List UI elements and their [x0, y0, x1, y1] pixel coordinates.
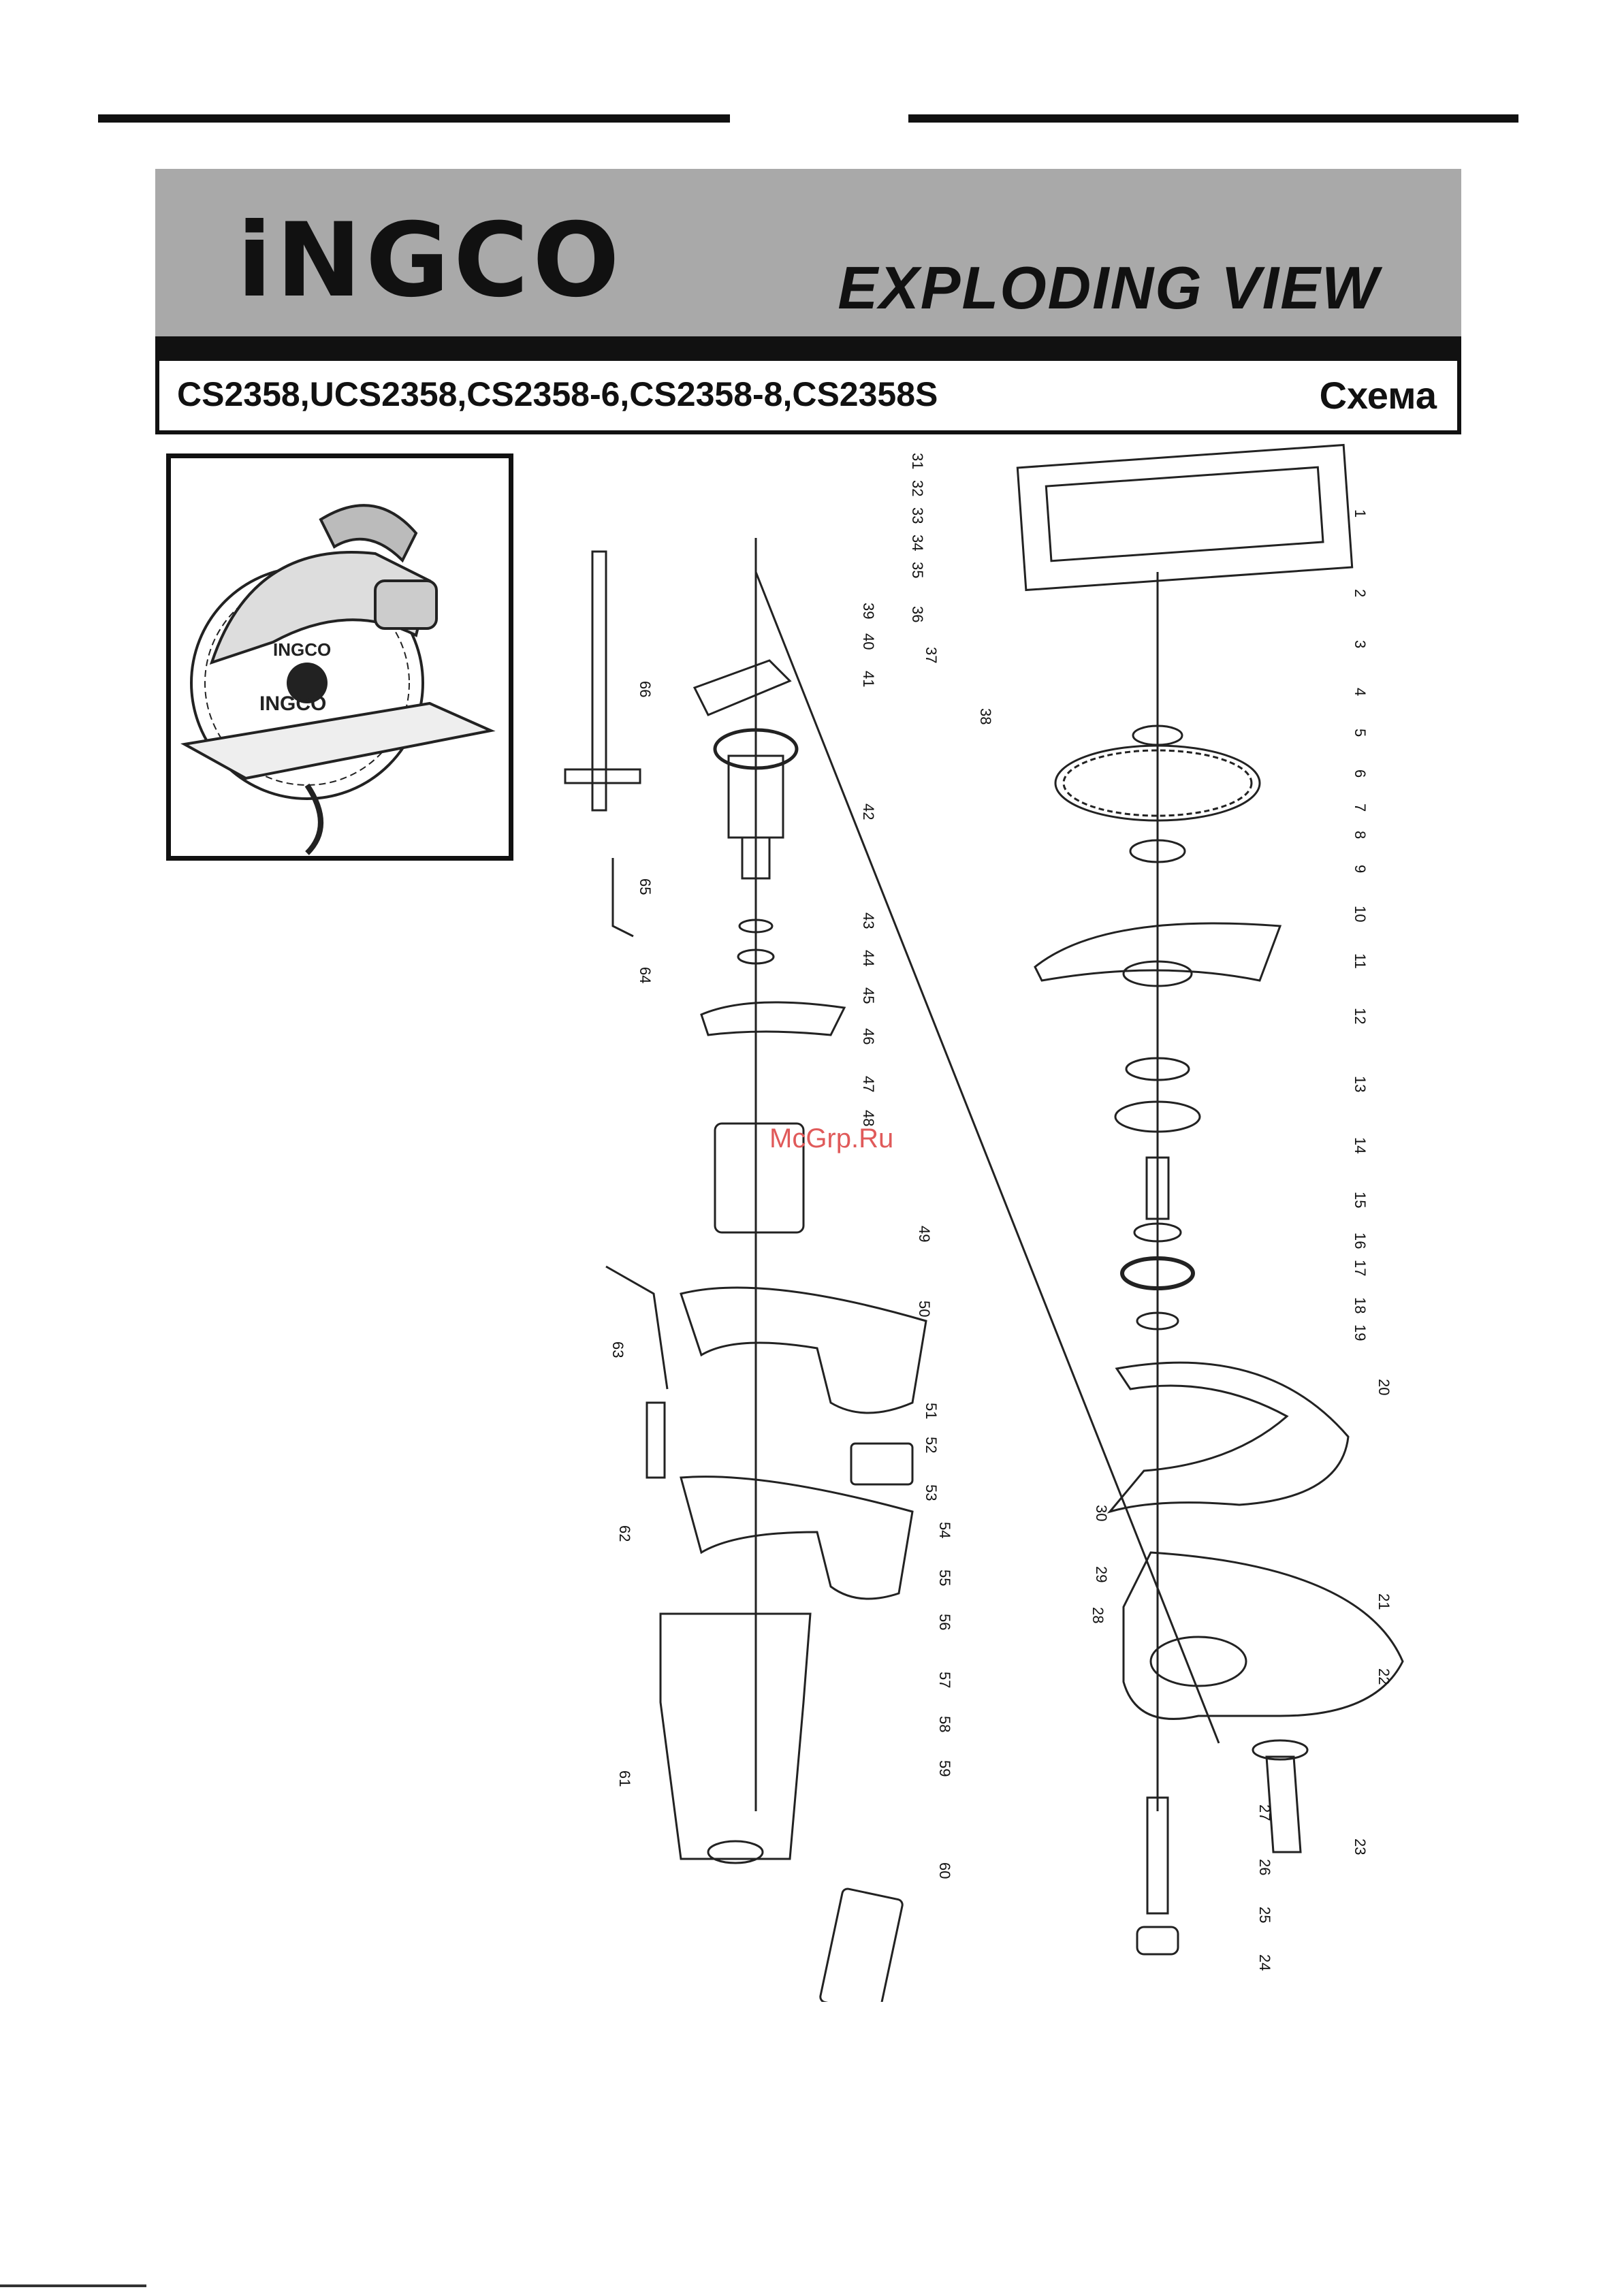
part-label: 28 [1089, 1607, 1106, 1623]
part-label: 31 [909, 453, 926, 469]
part-label: 55 [936, 1570, 953, 1586]
part-label: 13 [1352, 1076, 1369, 1092]
part-label: 12 [1352, 1008, 1369, 1024]
part-label: 58 [936, 1716, 953, 1732]
saw-illustration: INGCO INGCO [171, 458, 509, 856]
part-label: 40 [860, 633, 877, 650]
part-label: 2 [1352, 589, 1369, 597]
part-label: 11 [1352, 953, 1369, 969]
part-label: 54 [936, 1522, 953, 1538]
part-label: 5 [1352, 729, 1369, 737]
thumb-logo-1: INGCO [273, 639, 331, 660]
part-label: 35 [909, 562, 926, 578]
part-label: 59 [936, 1760, 953, 1777]
part-label: 65 [637, 878, 654, 895]
part-label: 50 [916, 1301, 933, 1317]
part-label: 42 [860, 803, 877, 820]
part-label: 57 [936, 1672, 953, 1688]
part-label: 52 [923, 1437, 940, 1453]
part-label: 60 [936, 1862, 953, 1879]
part-label: 20 [1375, 1379, 1392, 1395]
thumb-logo-2: INGCO [259, 692, 326, 715]
part-label: 56 [936, 1614, 953, 1630]
part-label: 37 [923, 647, 940, 663]
ingco-logo: iNGCO [237, 210, 624, 312]
model-row: CS2358,UCS2358,CS2358-6,CS2358-8,CS2358S… [155, 361, 1461, 434]
part-label: 7 [1352, 803, 1369, 812]
part-label: 6 [1352, 769, 1369, 778]
part-label: 41 [860, 671, 877, 687]
header-band: iNGCO EXPLODING VIEW [155, 169, 1461, 336]
top-rule-left [98, 114, 730, 123]
part-label: 53 [923, 1484, 940, 1501]
exploded-diagram: 1 2 3 4 5 6 7 8 9 10 11 12 13 14 15 16 1… [545, 436, 1498, 2002]
part-label: 17 [1352, 1260, 1369, 1276]
part-label: 4 [1352, 688, 1369, 696]
part-label: 15 [1352, 1192, 1369, 1208]
part-label: 49 [916, 1226, 933, 1242]
part-label: 33 [909, 507, 926, 524]
product-thumbnail: INGCO INGCO [166, 453, 513, 861]
part-label: 27 [1256, 1804, 1273, 1821]
part-label: 29 [1093, 1566, 1110, 1582]
part-label: 8 [1352, 831, 1369, 839]
part-label: 34 [909, 535, 926, 551]
footer-line [0, 2284, 146, 2287]
part-label: 19 [1352, 1324, 1369, 1341]
model-list: CS2358,UCS2358,CS2358-6,CS2358-8,CS2358S [177, 375, 938, 414]
part-label: 62 [616, 1525, 633, 1542]
part-label: 21 [1375, 1593, 1392, 1610]
part-label: 3 [1352, 640, 1369, 648]
part-label: 25 [1256, 1907, 1273, 1923]
part-label: 18 [1352, 1297, 1369, 1313]
parts-drawing: 1 2 3 4 5 6 7 8 9 10 11 12 13 14 15 16 1… [545, 436, 1498, 2002]
part-label: 24 [1256, 1954, 1273, 1971]
part-label: 51 [923, 1403, 940, 1419]
part-label: 1 [1352, 509, 1369, 517]
part-label: 46 [860, 1028, 877, 1045]
part-label: 26 [1256, 1859, 1273, 1875]
part-label: 39 [860, 603, 877, 619]
top-rule-right [908, 114, 1518, 123]
part-label: 36 [909, 606, 926, 622]
part-label: 32 [909, 480, 926, 496]
part-label: 66 [637, 681, 654, 697]
part-label: 61 [616, 1770, 633, 1787]
part-label: 63 [609, 1341, 626, 1358]
part-label: 10 [1352, 906, 1369, 922]
part-label: 64 [637, 967, 654, 983]
header-divider [155, 336, 1461, 361]
part-label: 43 [860, 912, 877, 929]
part-label: 14 [1352, 1137, 1369, 1153]
part-label: 9 [1352, 865, 1369, 873]
part-label: 44 [860, 950, 877, 966]
schema-label: Схема [1320, 373, 1437, 417]
part-label: 38 [977, 708, 994, 724]
part-label: 30 [1093, 1505, 1110, 1521]
page-title: EXPLODING VIEW [838, 253, 1380, 323]
part-label: 16 [1352, 1232, 1369, 1249]
part-label: 47 [860, 1076, 877, 1092]
part-label: 45 [860, 987, 877, 1004]
part-label: 23 [1352, 1838, 1369, 1855]
watermark: McGrp.Ru [769, 1124, 893, 1154]
part-label: 22 [1375, 1668, 1392, 1685]
